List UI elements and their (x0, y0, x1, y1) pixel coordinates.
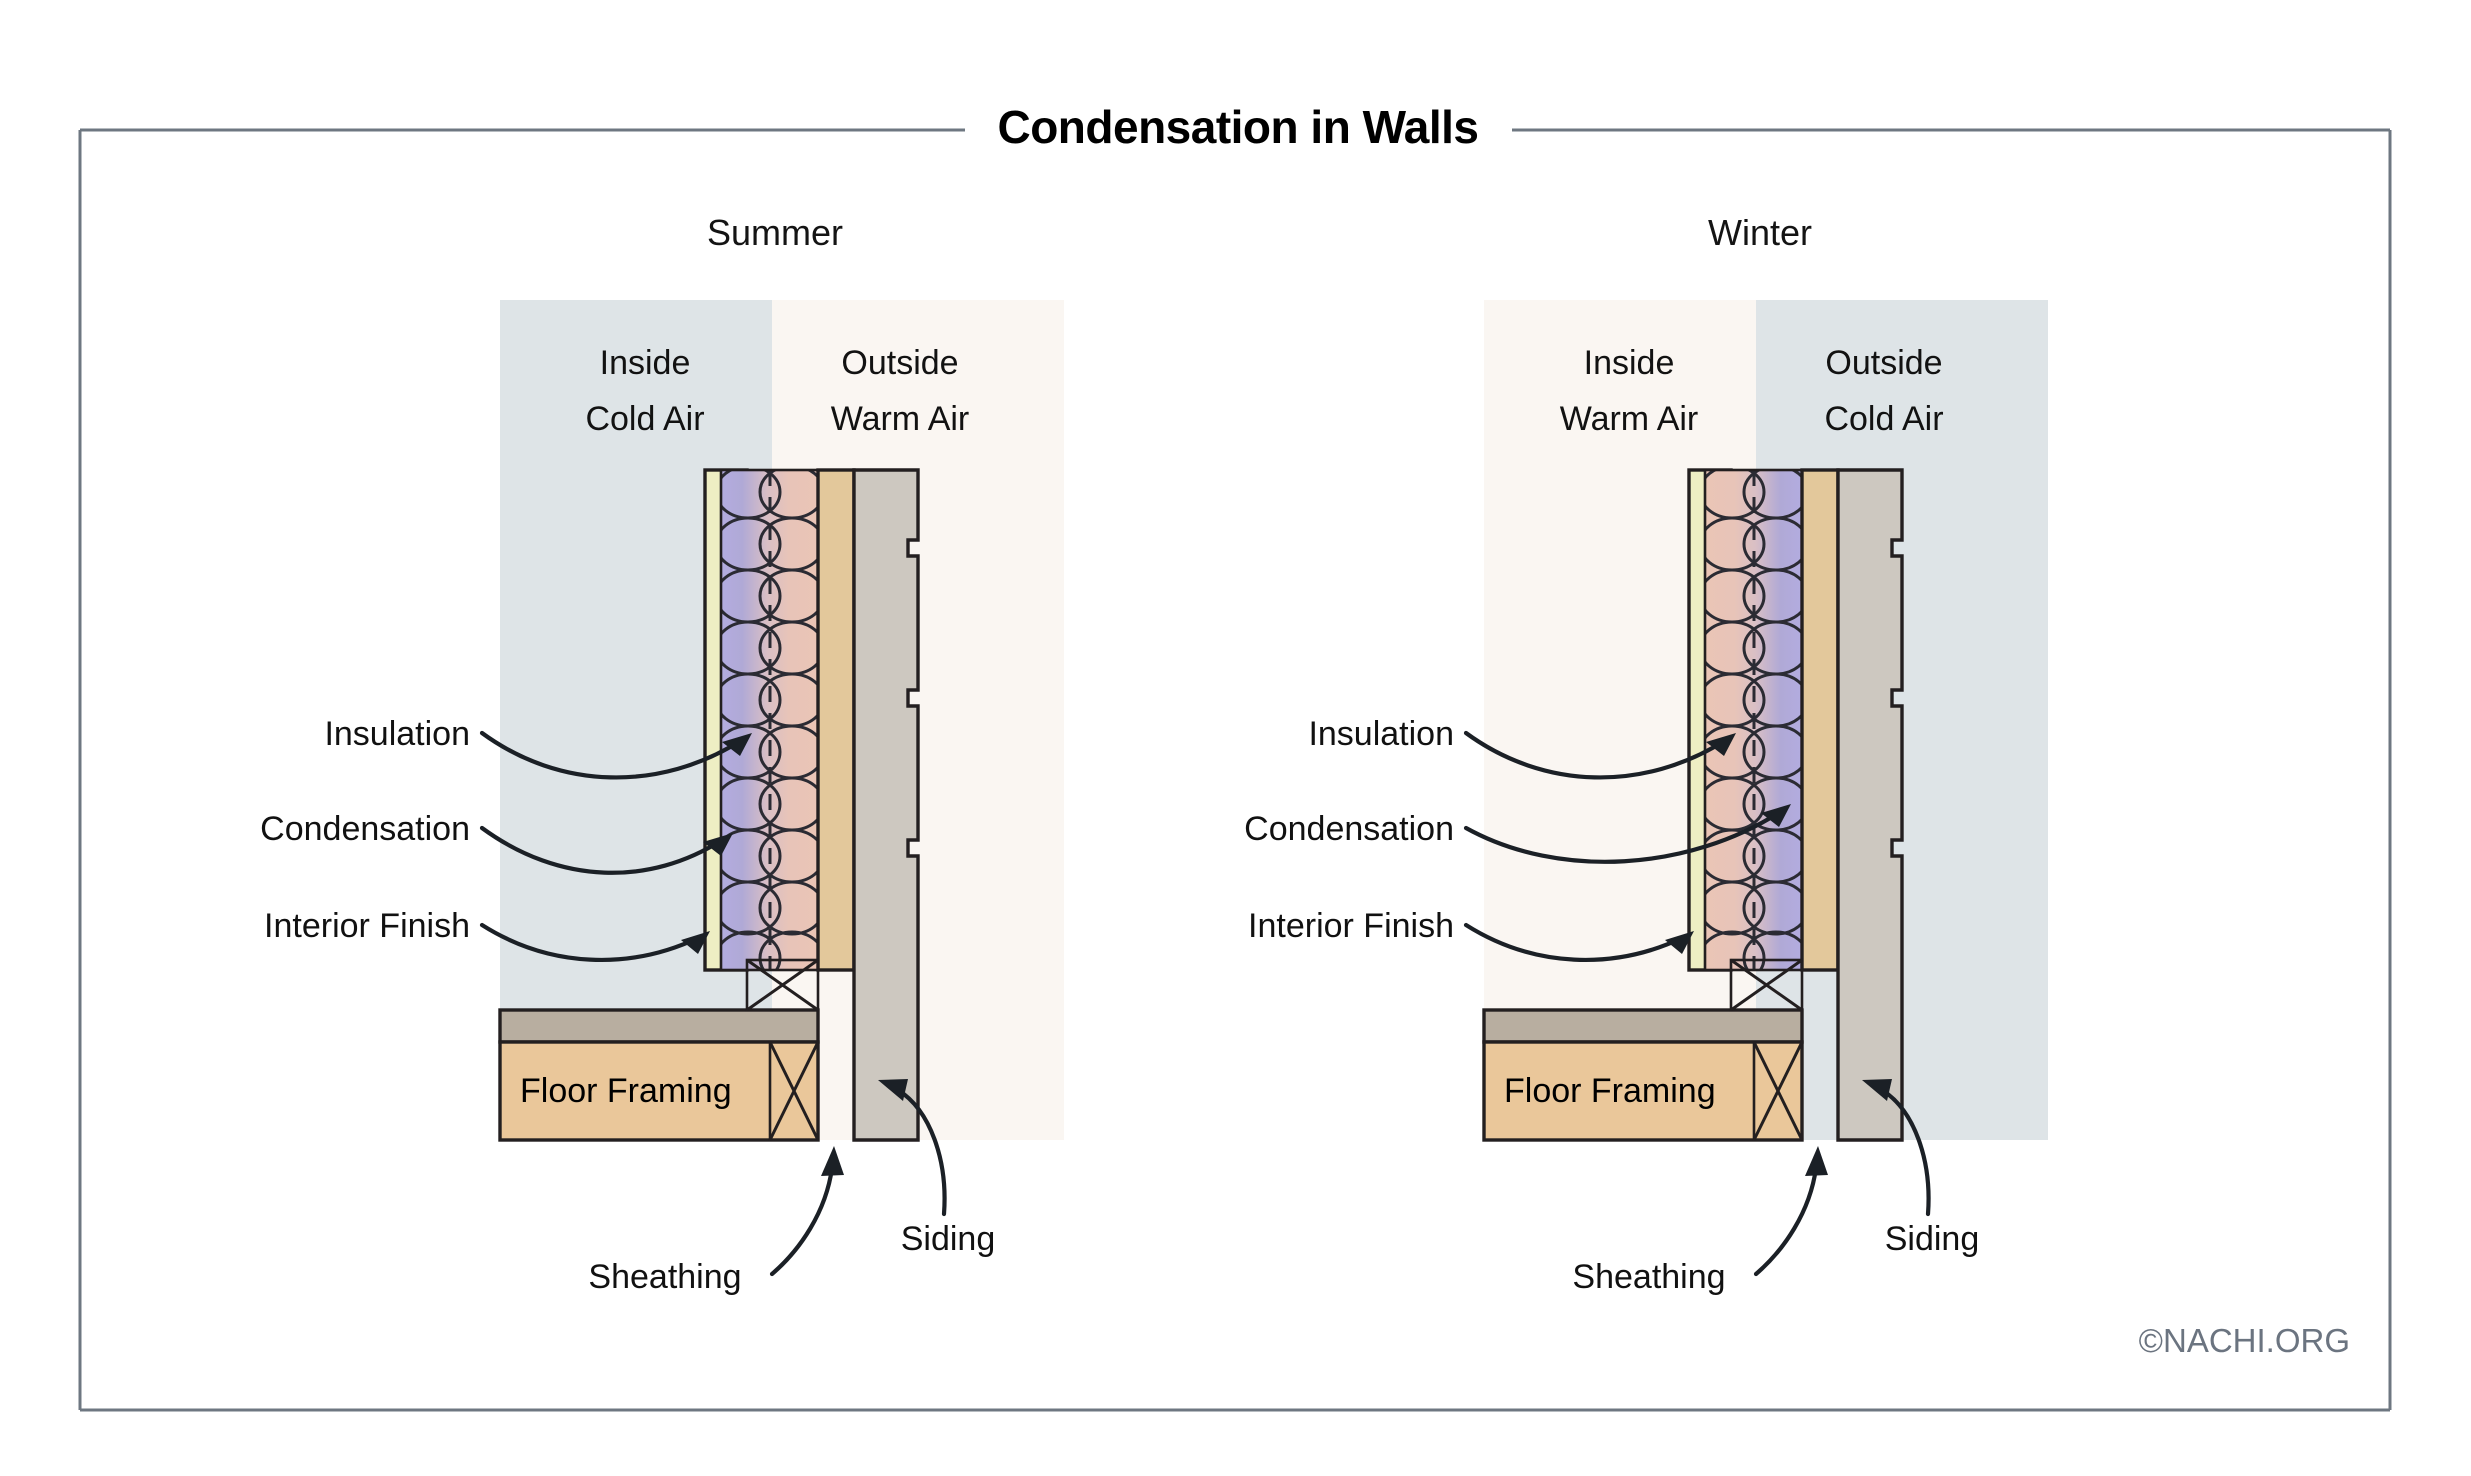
leader-insulation-winter (1463, 730, 1729, 780)
season-heading-winter: Winter (1708, 212, 1812, 253)
leader-interior-finish-summer (479, 922, 701, 962)
arrowhead-sheathing-summer (821, 1146, 844, 1176)
arrowhead-interior-finish-summer (681, 931, 710, 954)
siding-layer-summer (852, 468, 920, 1142)
panel-summer: Summer Inside Cold Air Outside Warm Air (260, 212, 1064, 1296)
outside-air-label-line1-summer: Outside (841, 344, 958, 382)
callout-label-sheathing-winter: Sheathing (1572, 1258, 1725, 1296)
floor-framing-block-winter (1482, 1040, 1804, 1142)
arrowhead-insulation-summer (722, 733, 752, 756)
inside-air-label-line1-summer: Inside (600, 344, 691, 382)
callout-label-insulation-summer: Insulation (324, 715, 470, 753)
leader-condensation-summer (479, 825, 725, 875)
sole-plate-summer (745, 958, 820, 1012)
leader-insulation-summer (479, 730, 745, 780)
leader-sheathing-summer (769, 1165, 835, 1277)
leader-siding-summer (895, 1087, 947, 1217)
arrowhead-insulation-winter (1706, 733, 1736, 756)
rim-joist-summer (768, 1040, 820, 1142)
leader-sheathing-winter (1753, 1165, 1819, 1277)
diagram-frame (78, 128, 2392, 1412)
sheathing-layer-summer (816, 468, 856, 972)
callout-label-sheathing-summer: Sheathing (588, 1258, 741, 1296)
callout-label-siding-summer: Siding (901, 1220, 996, 1258)
floor-framing-block-summer (498, 1040, 820, 1142)
arrowhead-condensation-winter (1761, 804, 1791, 827)
outside-air-label-line1-winter: Outside (1825, 344, 1942, 382)
subfloor-winter (1482, 1008, 1804, 1044)
panel-winter: Winter Inside Warm Air Outside Cold Air (1244, 212, 2048, 1296)
arrowhead-condensation-summer (703, 833, 733, 856)
leader-condensation-winter (1463, 809, 1783, 864)
arrowhead-interior-finish-winter (1665, 931, 1694, 954)
callout-label-interior-finish-summer: Interior Finish (264, 907, 470, 945)
sole-plate-winter (1729, 958, 1804, 1012)
arrowhead-sheathing-winter (1805, 1146, 1828, 1176)
leader-interior-finish-winter (1463, 922, 1685, 962)
inside-air-label-line2-winter: Warm Air (1560, 400, 1699, 438)
insulation-batt-pattern-summer (721, 470, 818, 970)
arrowhead-siding-winter (1862, 1079, 1892, 1101)
callout-label-insulation-winter: Insulation (1308, 715, 1454, 753)
insulation-batt-pattern-winter (1705, 470, 1802, 970)
inside-air-label-line2-summer: Cold Air (585, 400, 704, 438)
nachi-watermark: ©NACHI.ORG (2139, 1322, 2350, 1359)
outside-air-label-line2-winter: Cold Air (1824, 400, 1943, 438)
rim-joist-winter (1752, 1040, 1804, 1142)
diagram-title: Condensation in Walls (997, 101, 1478, 153)
inside-air-label-line1-winter: Inside (1584, 344, 1675, 382)
callout-label-interior-finish-winter: Interior Finish (1248, 907, 1454, 945)
subfloor-summer (498, 1008, 820, 1044)
siding-layer-winter (1836, 468, 1904, 1142)
floor-framing-label-winter: Floor Framing (1504, 1072, 1716, 1110)
callout-label-condensation-winter: Condensation (1244, 810, 1454, 848)
outside-air-label-line2-summer: Warm Air (831, 400, 970, 438)
season-heading-summer: Summer (707, 212, 843, 253)
leader-siding-winter (1879, 1087, 1931, 1217)
callout-label-siding-winter: Siding (1885, 1220, 1980, 1258)
arrowhead-siding-summer (878, 1079, 908, 1101)
callout-label-condensation-summer: Condensation (260, 810, 470, 848)
floor-framing-label-summer: Floor Framing (520, 1072, 732, 1110)
sheathing-layer-winter (1800, 468, 1840, 972)
